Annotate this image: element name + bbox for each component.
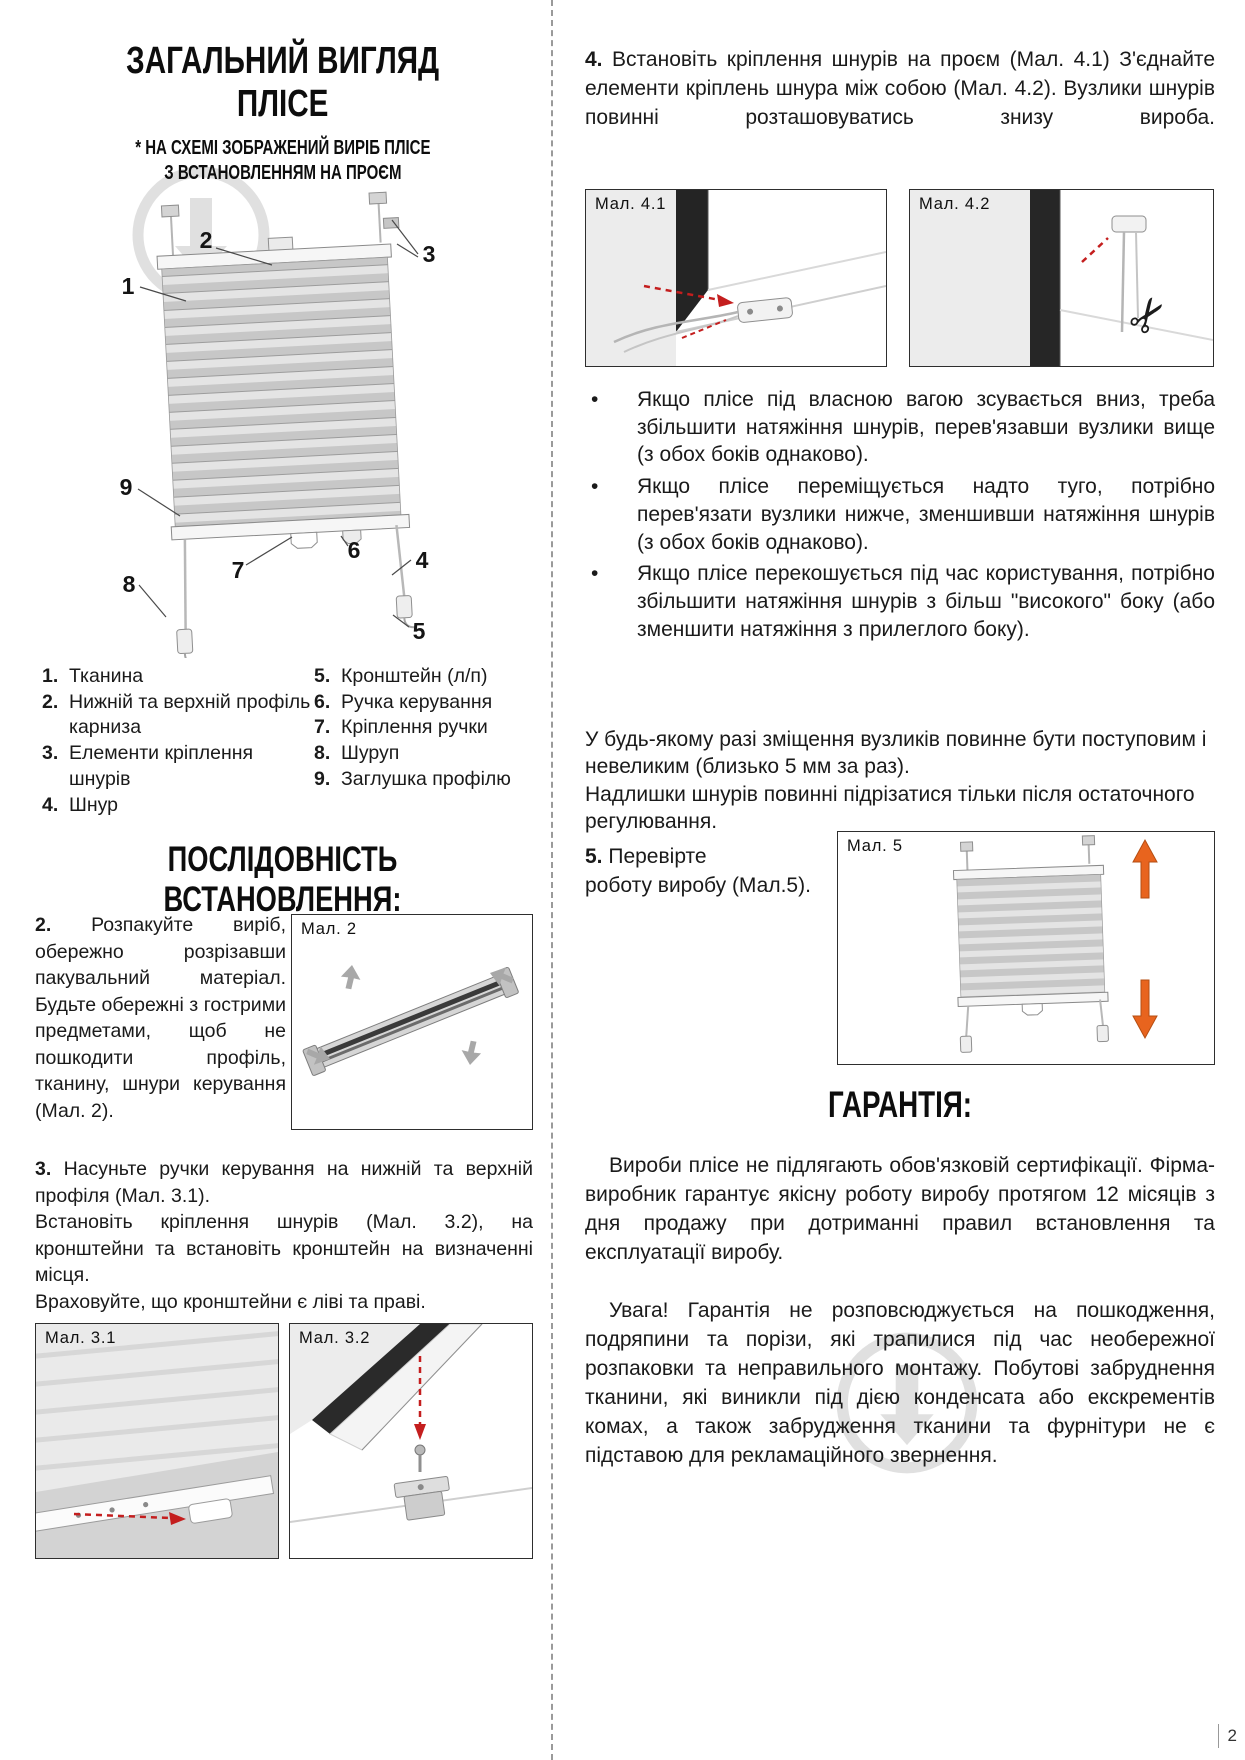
warranty-paragraph-1: Вироби плісе не підлягають обов'язковій … [585,1154,1215,1264]
callout-4: 4 [416,547,429,573]
column-divider [551,0,553,1760]
step-number: 2. [35,914,52,936]
brand-watermark-icon [836,1332,978,1474]
legend-num: 4. [42,793,59,816]
figure-2-label: Мал. 2 [301,920,357,938]
figure-3-1-label: Мал. 3.1 [45,1329,117,1347]
legend-column-right: 5. Кронштейн (л/п) 6. Ручка керування 7. Кр… [314,664,536,818]
adjustment-bullet-list: Якщо плісе під власною вагою зсувається … [585,386,1215,647]
page-number: 2 [1227,1726,1237,1745]
legend-num: 7. [314,716,331,739]
legend-item: 4. Шнур [42,793,314,819]
step-number: 5. [585,845,603,868]
legend-text: Ручка керування [341,690,493,713]
legend-text: Заглушка профілю [341,767,511,790]
page-subtitle: * НА СХЕМІ ЗОБРАЖЕНИЙ ВИРІБ ПЛІСЕ З ВСТА… [30,136,535,186]
sequence-heading-text: ПОСЛІДОВНІСТЬ ВСТАНОВЛЕННЯ: [163,840,402,919]
callout-8: 8 [123,571,136,597]
cord-mount-figure [586,190,887,366]
callout-6: 6 [348,537,361,563]
callout-3: 3 [423,241,436,267]
packed-blind-figure [302,965,519,1076]
figure-5-label: Мал. 5 [847,837,903,855]
warranty-paragraph-2: Увага! Гарантія не розповсюджується на п… [585,1299,1215,1467]
figure-4-1: Мал. 4.1 [585,189,887,367]
step-2-paragraph: 2. Розпакуйте виріб, обережно розрізавши… [35,912,286,1124]
step-4-paragraph: 4. Встановіть кріплення шнурів на проєм … [585,46,1215,133]
callout-7: 7 [232,557,245,583]
figure-3-1: Мал. 3.1 [15,1323,297,1559]
legend: 1. Тканина 2. Нижній та верхній профіль ка… [42,664,536,818]
legend-text: Нижній та верхній профіль карниза [69,690,311,739]
legend-item: 5. Кронштейн (л/п) [314,664,536,690]
callout-2: 2 [200,227,213,253]
check-operation-figure [952,835,1158,1053]
figure-3-2: Мал. 3.2 [289,1323,533,1559]
sequence-heading: ПОСЛІДОВНІСТЬ ВСТАНОВЛЕННЯ: [30,840,535,920]
page-title: ЗАГАЛЬНИЙ ВИГЛЯД ПЛІСЕ [30,40,535,125]
legend-num: 2. [42,690,59,713]
step-number: 4. [585,48,603,71]
bullet-item: Якщо плісе переміщується надто туго, пот… [585,473,1215,556]
page-footer: 2 [1217,1724,1237,1748]
legend-item: 8. Шуруп [314,741,536,767]
cord-cut-figure: ✂ [910,190,1214,366]
bullet-text: Якщо плісе під власною вагою зсувається … [637,388,1215,467]
callout-9: 9 [120,474,133,500]
bullet-item: Якщо плісе перекошується під час користу… [585,560,1215,643]
legend-item: 3. Елементи кріплення шнурів [42,741,314,792]
footer-divider [1217,1724,1219,1748]
legend-num: 5. [314,665,331,687]
figure-3-2-label: Мал. 3.2 [299,1329,371,1347]
legend-text: Шнур [69,793,119,816]
legend-item: 1. Тканина [42,664,314,690]
subtitle-text: * НА СХЕМІ ЗОБРАЖЕНИЙ ВИРІБ ПЛІСЕ З ВСТА… [134,137,431,184]
adjustment-note: У будь-якому разі зміщення вузликів пови… [585,728,1207,833]
legend-item: 6. Ручка керування [314,690,536,716]
legend-item: 2. Нижній та верхній профіль карниза [42,690,314,741]
step-text: Розпакуйте виріб, обережно розрізавши па… [35,914,286,1122]
bullet-text: Якщо плісе переміщується надто туго, пот… [637,475,1215,554]
legend-num: 6. [314,690,331,713]
warranty-heading: ГАРАНТІЯ: [585,1084,1215,1126]
legend-text: Кронштейн (л/п) [341,665,488,687]
legend-item: 9. Заглушка профілю [314,767,536,793]
pleated-blind-overview-diagram: 1 2 3 4 5 6 7 8 9 [120,191,436,658]
legend-text: Кріплення ручки [341,716,488,739]
figure-5: Мал. 5 [837,831,1215,1065]
title-line-1: ЗАГАЛЬНИЙ ВИГЛЯД [125,40,440,82]
legend-num: 8. [314,742,331,765]
handle-slide-figure [15,1324,297,1558]
step-text: Насуньте ручки керування на нижній та ве… [35,1158,534,1313]
step-text: Встановіть кріплення шнурів на проєм (Ма… [585,48,1215,129]
figure-4-1-label: Мал. 4.1 [595,195,667,213]
legend-text: Шуруп [341,742,400,765]
callout-5: 5 [413,618,426,644]
step-3-paragraph: 3. Насуньте ручки керування на нижній та… [35,1156,533,1315]
callout-1: 1 [122,273,135,299]
figure-4-2: Мал. 4.2 ✂ [909,189,1214,367]
title-line-2: ПЛІСЕ [236,82,329,125]
figure-2: Мал. 2 [291,914,533,1130]
legend-column-left: 1. Тканина 2. Нижній та верхній профіль ка… [42,664,314,818]
legend-text: Елементи кріплення шнурів [69,742,254,790]
legend-num: 9. [314,767,331,790]
step-5-paragraph: 5. Перевірте роботу виробу (Мал.5). [585,843,833,901]
figure-4-2-label: Мал. 4.2 [919,195,991,213]
legend-num: 1. [42,665,59,687]
legend-num: 3. [42,742,59,765]
bracket-screw-figure [289,1323,533,1558]
step-text: Перевірте роботу виробу (Мал.5). [585,845,811,897]
step-number: 3. [35,1158,52,1180]
bullet-item: Якщо плісе під власною вагою зсувається … [585,386,1215,469]
bullet-text: Якщо плісе перекошується під час користу… [637,562,1215,641]
legend-text: Тканина [69,665,144,687]
legend-item: 7. Кріплення ручки [314,715,536,741]
warranty-heading-text: ГАРАНТІЯ: [827,1084,973,1125]
orange-adjust-arrows-icon [1132,838,1158,1040]
